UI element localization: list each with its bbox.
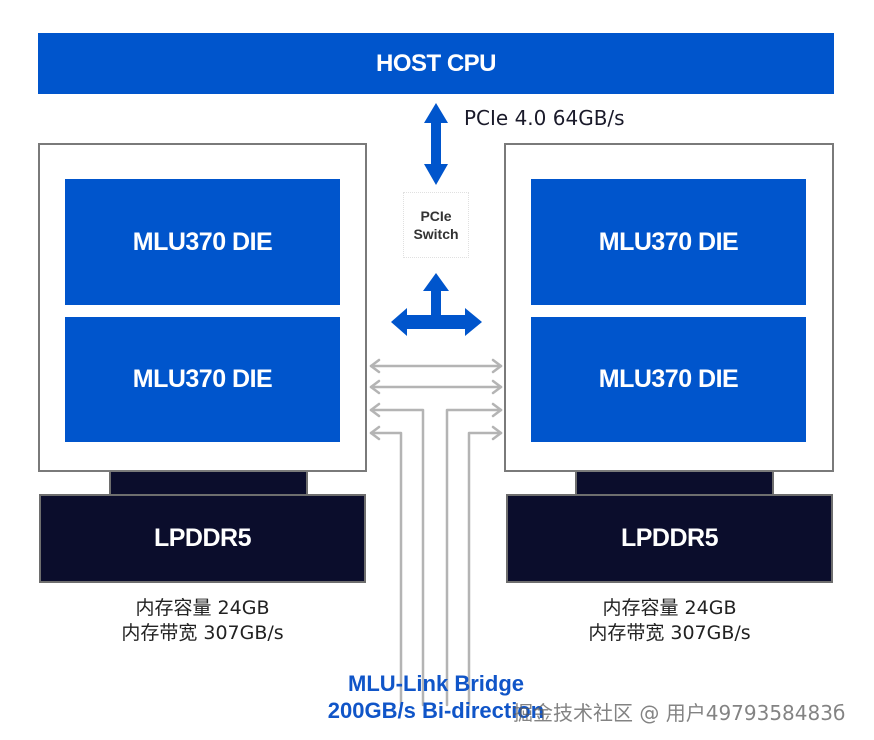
pcie-t-arrow-icon xyxy=(391,273,482,336)
die-label: MLU370 DIE xyxy=(598,365,739,393)
left-memory-connector xyxy=(109,472,308,498)
right-memory-specs: 内存容量 24GB 内存带宽 307GB/s xyxy=(506,596,833,646)
memory-capacity: 内存容量 24GB xyxy=(135,597,270,619)
mlu-link-bridge-caption: MLU-Link Bridge 200GB/s Bi-direction xyxy=(300,670,572,724)
host-cpu-label: HOST CPU xyxy=(375,49,497,77)
die-label: MLU370 DIE xyxy=(132,227,273,256)
memory-bandwidth: 内存带宽 307GB/s xyxy=(588,622,751,644)
left-die-2: MLU370 DIE xyxy=(65,317,340,442)
watermark: 掘金技术社区 @ 用户4979358483б xyxy=(513,701,846,725)
right-die-2: MLU370 DIE xyxy=(531,317,806,442)
memory-bandwidth: 内存带宽 307GB/s xyxy=(121,622,284,644)
pcie-switch: PCIe Switch xyxy=(403,192,469,258)
host-cpu-block: HOST CPU xyxy=(38,33,834,94)
right-die-1: MLU370 DIE xyxy=(531,179,806,305)
left-lpddr5-block: LPDDR5 xyxy=(39,494,366,583)
memory-label: LPDDR5 xyxy=(620,524,719,552)
bridge-title: MLU-Link Bridge xyxy=(348,671,524,696)
bridge-bandwidth: 200GB/s Bi-direction xyxy=(327,698,545,723)
memory-capacity: 内存容量 24GB xyxy=(602,597,737,619)
pcie-switch-label-line2: Switch xyxy=(413,226,459,242)
pcie-switch-label-line1: PCIe xyxy=(420,208,452,224)
pcie-link-label: PCIe 4.0 64GB/s xyxy=(464,106,625,130)
left-memory-specs: 内存容量 24GB 内存带宽 307GB/s xyxy=(39,596,366,646)
memory-label: LPDDR5 xyxy=(153,524,252,552)
die-label: MLU370 DIE xyxy=(132,365,273,393)
pcie-host-double-arrow-icon xyxy=(424,103,448,185)
left-die-1: MLU370 DIE xyxy=(65,179,340,305)
right-lpddr5-block: LPDDR5 xyxy=(506,494,833,583)
die-label: MLU370 DIE xyxy=(598,227,739,256)
right-memory-connector xyxy=(575,472,774,498)
mlu-link-bridge-lines xyxy=(369,358,503,707)
